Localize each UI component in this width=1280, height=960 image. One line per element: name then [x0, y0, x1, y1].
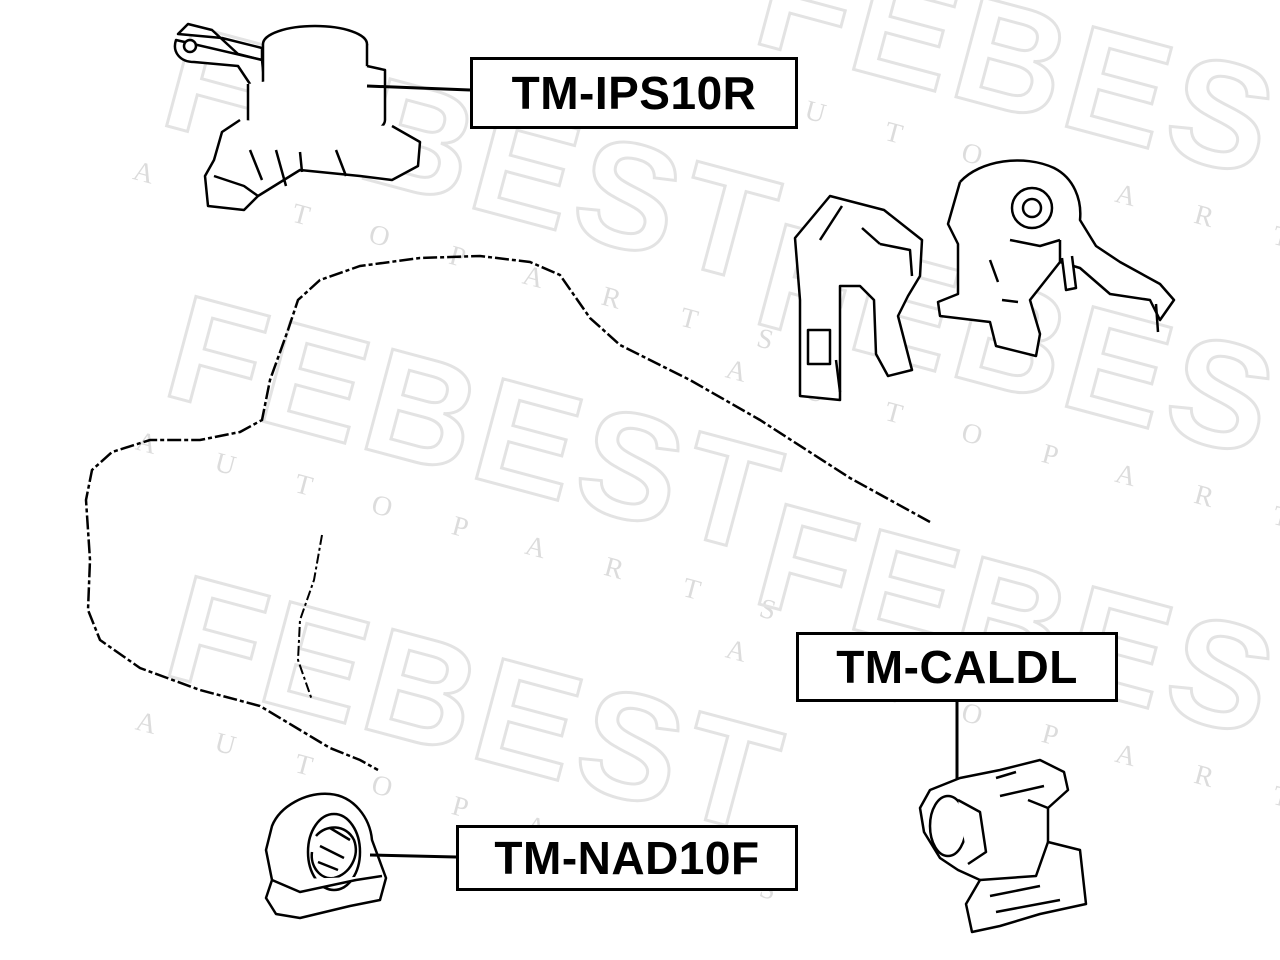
part-number-text: TM-NAD10F — [494, 832, 760, 884]
mount-ips10r-drawing — [173, 22, 422, 212]
engine-outline — [84, 254, 931, 772]
mount-right-upper-drawing — [793, 159, 1176, 402]
part-label-tm-ips10r: TM-IPS10R — [470, 57, 798, 129]
part-label-tm-nad10f: TM-NAD10F — [456, 825, 798, 891]
part-label-tm-caldl: TM-CALDL — [796, 632, 1118, 702]
part-number-text: TM-CALDL — [836, 641, 1078, 693]
mount-caldl-drawing — [918, 758, 1088, 934]
mount-nad10f-drawing — [264, 792, 388, 920]
leader-ips10r — [366, 84, 471, 92]
leader-nad10f — [369, 853, 457, 859]
engine-inner-line — [296, 534, 323, 701]
part-number-text: TM-IPS10R — [511, 67, 757, 119]
